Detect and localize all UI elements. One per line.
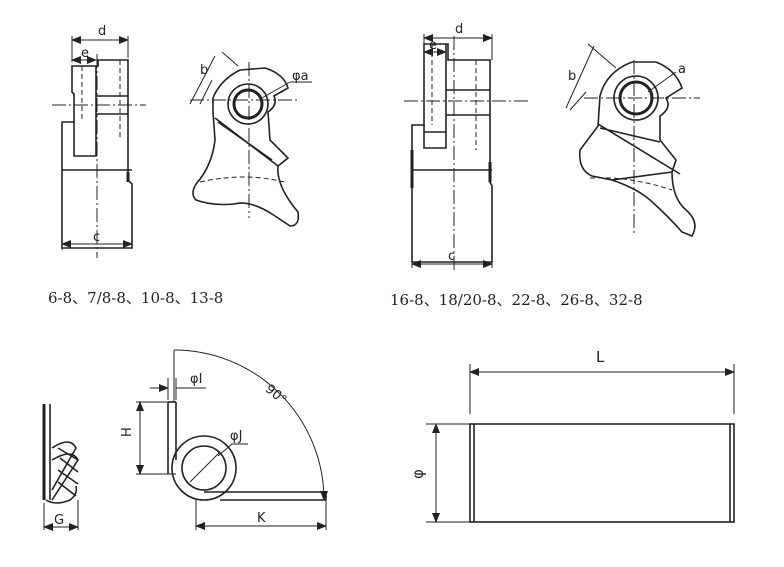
caption-large-hinges: 16-8、18/20-8、22-8、26-8、32-8 <box>390 291 643 309</box>
label-phi-i: φI <box>190 372 202 387</box>
large-hinge-front-view <box>565 43 700 238</box>
caption-small-hinges: 6-8、7/8-8、10-8、13-8 <box>48 289 223 307</box>
label-angle-90: 90° <box>262 382 289 408</box>
large-hinge-side-view <box>404 34 530 272</box>
label-h: H <box>120 427 135 437</box>
label-a-top-right: a <box>678 62 686 77</box>
label-c-top-right: c <box>448 249 455 264</box>
label-d-top-right: d <box>455 22 463 37</box>
pin-drawing <box>426 364 735 523</box>
small-hinge-side-view <box>52 36 146 258</box>
label-a-top-left: φa <box>292 69 309 84</box>
label-e-top-right: e <box>429 38 437 53</box>
small-hinge-front-view <box>189 51 312 227</box>
label-b-top-left: b <box>200 63 208 78</box>
label-d-top-left: d <box>98 24 106 39</box>
spring-side-view <box>42 404 79 531</box>
label-phi-j: φJ <box>230 429 242 444</box>
spring-front-view <box>136 349 328 530</box>
label-l: L <box>596 348 605 366</box>
label-k: K <box>257 511 266 526</box>
label-diameter: φ <box>409 469 427 479</box>
label-b-top-right: b <box>568 69 576 84</box>
label-g: G <box>54 513 64 528</box>
label-c-top-left: c <box>93 230 100 245</box>
label-e-top-left: e <box>81 46 89 61</box>
